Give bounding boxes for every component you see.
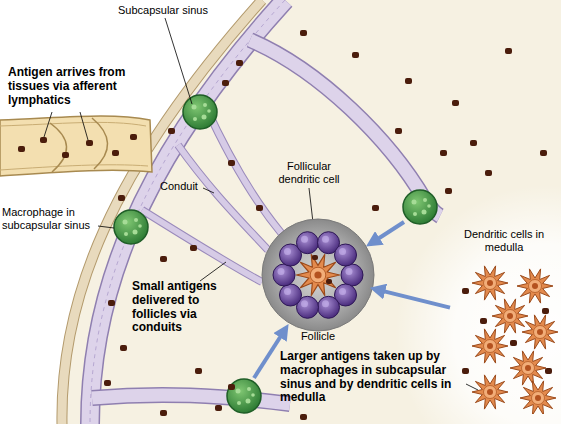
part-label: Conduit [160, 180, 210, 193]
follicle-circle: Follicle [260, 217, 376, 333]
part-label: Follicular dendritic cell [268, 160, 350, 185]
follicle-illustration [260, 217, 376, 333]
part-label: Subcapsular sinus [118, 4, 228, 17]
note-label: Larger antigens taken up by macrophages … [280, 350, 472, 405]
note-label: Small antigens delivered to follicles vi… [132, 280, 244, 335]
antigen-flow-arrow [374, 289, 450, 308]
node-label: Follicle [288, 330, 348, 343]
dendritic-cell-illustration [450, 228, 558, 414]
node-label: Dendritic cells in medulla [450, 228, 558, 253]
dendritic-cell-cluster: Dendritic cells in medulla [450, 228, 558, 414]
part-label: Macrophage in subcapsular sinus [2, 206, 102, 231]
note-label: Antigen arrives from tissues via afferen… [8, 66, 136, 107]
